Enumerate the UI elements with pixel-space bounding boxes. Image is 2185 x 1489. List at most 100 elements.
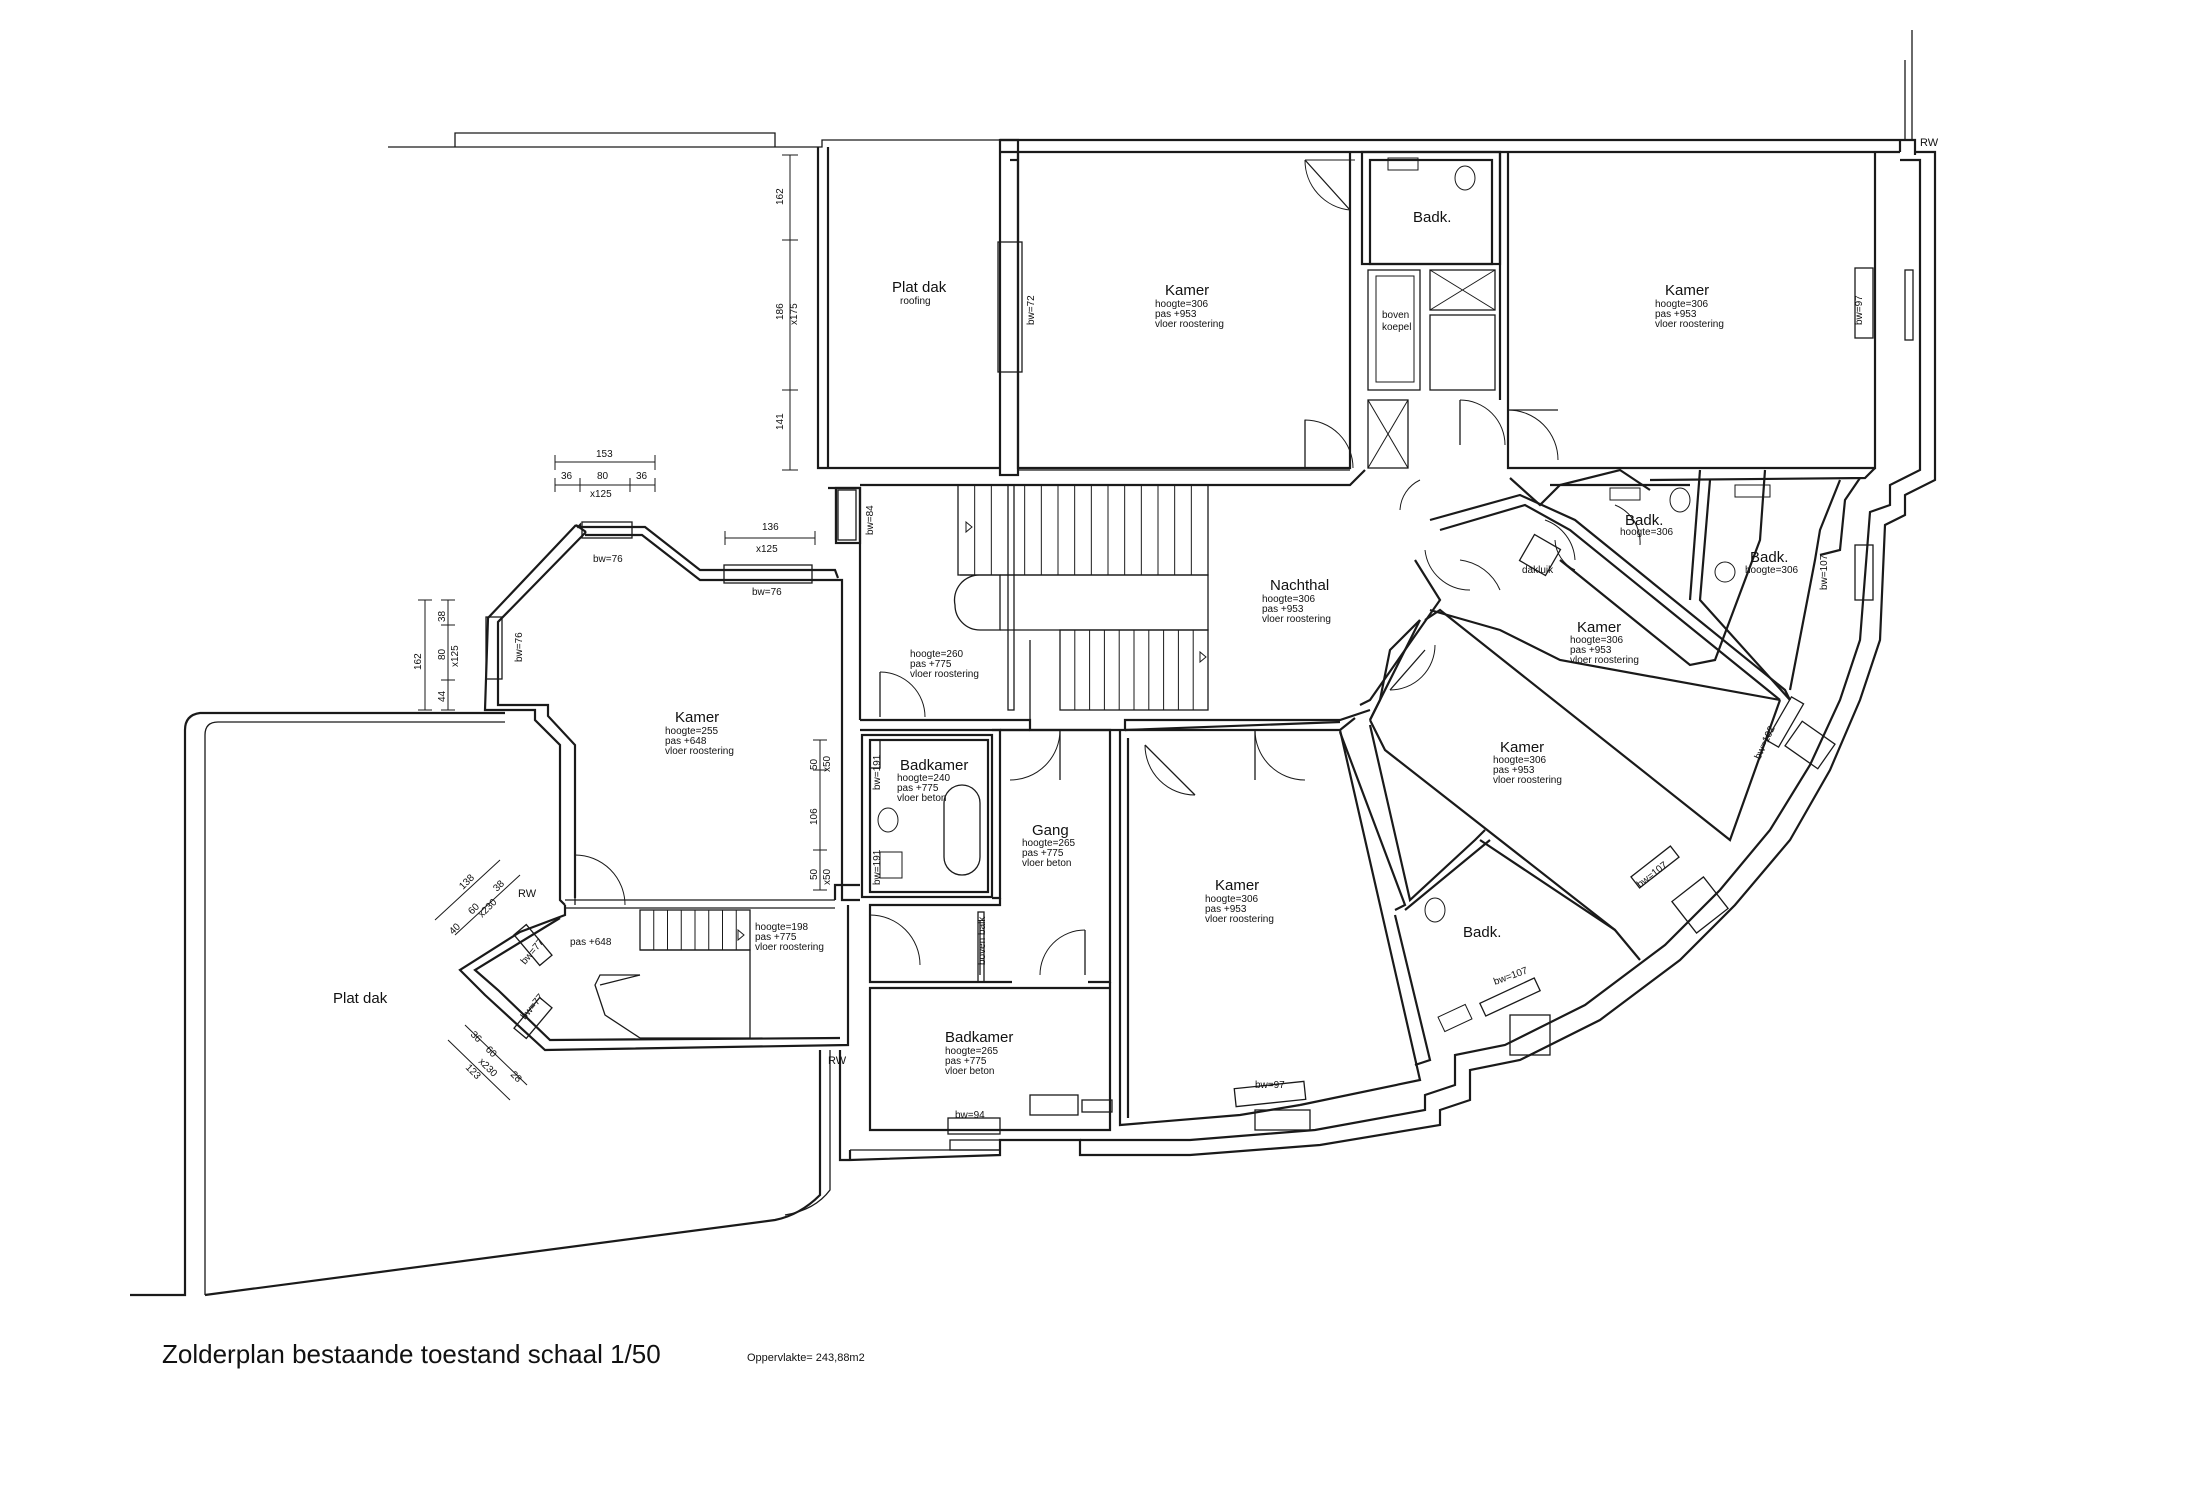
plan-title: Zolderplan bestaande toestand schaal 1/5… bbox=[162, 1339, 661, 1369]
room-badk-right-2: Badk. hoogte=306 bbox=[1745, 549, 1799, 576]
stair-lower-treads bbox=[1074, 630, 1194, 710]
stairs-main bbox=[953, 484, 1209, 720]
svg-text:roofing: roofing bbox=[900, 296, 931, 307]
svg-text:pas +775: pas +775 bbox=[945, 1056, 987, 1067]
svg-text:Kamer: Kamer bbox=[1500, 739, 1544, 756]
svg-text:hoogte=306: hoogte=306 bbox=[1155, 299, 1209, 310]
svg-text:36: 36 bbox=[561, 471, 573, 482]
svg-text:pas +953: pas +953 bbox=[1655, 309, 1697, 320]
svg-text:Badk.: Badk. bbox=[1750, 549, 1788, 566]
svg-text:pas +953: pas +953 bbox=[1570, 645, 1612, 656]
level-label: pas +648 bbox=[570, 937, 612, 948]
room-kamer-1: Kamer hoogte=306 pas +953 vloer roosteri… bbox=[1155, 282, 1224, 330]
rw-label: RW bbox=[518, 888, 537, 900]
svg-text:bw=102: bw=102 bbox=[1753, 724, 1778, 761]
drawing-title: Zolderplan bestaande toestand schaal 1/5… bbox=[162, 1339, 865, 1369]
svg-text:hoogte=306: hoogte=306 bbox=[1745, 565, 1799, 576]
svg-text:vloer roostering: vloer roostering bbox=[1655, 319, 1724, 330]
svg-text:Kamer: Kamer bbox=[1165, 282, 1209, 299]
svg-text:bw=76: bw=76 bbox=[514, 632, 525, 662]
svg-text:38: 38 bbox=[437, 610, 448, 622]
svg-text:hoogte=260: hoogte=260 bbox=[910, 649, 964, 660]
svg-text:Plat dak: Plat dak bbox=[892, 279, 947, 296]
svg-text:bw=77: bw=77 bbox=[519, 992, 547, 1022]
svg-text:vloer roostering: vloer roostering bbox=[910, 669, 979, 680]
svg-text:bw=107: bw=107 bbox=[1819, 554, 1830, 590]
svg-text:bw=97: bw=97 bbox=[1255, 1080, 1285, 1091]
svg-text:hoogte=306: hoogte=306 bbox=[1262, 594, 1316, 605]
svg-text:pas +775: pas +775 bbox=[755, 932, 797, 943]
room-kamer-4: Kamer hoogte=306 pas +953 vloer roosteri… bbox=[1493, 739, 1562, 786]
svg-text:vloer roostering: vloer roostering bbox=[665, 746, 734, 757]
svg-text:bw=72: bw=72 bbox=[1026, 295, 1037, 325]
dimension-lines bbox=[418, 154, 827, 1101]
svg-text:vloer beton: vloer beton bbox=[897, 793, 946, 804]
middle-walls bbox=[828, 467, 1876, 1067]
svg-text:44: 44 bbox=[437, 690, 448, 702]
koepel-label-1: boven bbox=[1382, 310, 1409, 321]
svg-text:153: 153 bbox=[596, 449, 613, 460]
bath-gang-walls bbox=[860, 728, 1113, 1132]
svg-text:Badk.: Badk. bbox=[1625, 512, 1663, 529]
svg-text:Nachthal: Nachthal bbox=[1270, 577, 1329, 594]
svg-text:bw=76: bw=76 bbox=[593, 554, 623, 565]
svg-text:162: 162 bbox=[413, 653, 424, 670]
svg-text:36: 36 bbox=[636, 471, 648, 482]
svg-text:80: 80 bbox=[597, 471, 609, 482]
svg-text:bw=94: bw=94 bbox=[955, 1110, 985, 1121]
svg-text:36: 36 bbox=[468, 1029, 484, 1045]
room-kamer-3: Kamer hoogte=306 pas +953 vloer roosteri… bbox=[1570, 619, 1639, 666]
rw-label: RW bbox=[1920, 137, 1939, 149]
fixtures bbox=[1424, 484, 1771, 1033]
room-badkamer-left: Badkamer hoogte=240 pas +775 vloer beton bbox=[897, 757, 968, 804]
svg-text:bw=107: bw=107 bbox=[1492, 965, 1529, 988]
window-labels: bw=72 bw=97 bw=84 bw=76 bw=76 bw=76 bw=1… bbox=[514, 295, 1865, 1121]
svg-text:pas +775: pas +775 bbox=[897, 783, 939, 794]
svg-text:x125: x125 bbox=[590, 489, 612, 500]
svg-text:x125: x125 bbox=[756, 544, 778, 555]
room-gang: Gang hoogte=265 pas +775 vloer beton bbox=[1022, 822, 1076, 869]
room-badk-bottom: Badk. bbox=[1463, 924, 1501, 941]
svg-text:hoogte=255: hoogte=255 bbox=[665, 726, 719, 737]
svg-text:hoogte=306: hoogte=306 bbox=[1570, 635, 1624, 646]
svg-text:vloer beton: vloer beton bbox=[945, 1066, 994, 1077]
svg-text:Badk.: Badk. bbox=[1413, 209, 1451, 226]
koepel-label-2: koepel bbox=[1382, 322, 1411, 333]
svg-text:vloer roostering: vloer roostering bbox=[1155, 319, 1224, 330]
svg-text:pas +953: pas +953 bbox=[1493, 765, 1535, 776]
svg-text:x230: x230 bbox=[476, 897, 499, 920]
svg-text:hoogte=198: hoogte=198 bbox=[755, 922, 809, 933]
stair-upper-treads bbox=[974, 485, 1192, 575]
room-nachthal: Nachthal hoogte=306 pas +953 vloer roost… bbox=[1262, 577, 1331, 625]
svg-text:bw=76: bw=76 bbox=[752, 587, 782, 598]
room-kamer-bottom: Kamer hoogte=306 pas +953 vloer roosteri… bbox=[1205, 877, 1274, 925]
svg-text:pas +953: pas +953 bbox=[1155, 309, 1197, 320]
flat-roof-left bbox=[130, 711, 831, 1297]
svg-text:vloer roostering: vloer roostering bbox=[1262, 614, 1331, 625]
room-kamer-2: Kamer hoogte=306 pas +953 vloer roosteri… bbox=[1655, 282, 1724, 330]
svg-text:28: 28 bbox=[508, 1069, 524, 1085]
area-label: Oppervlakte= 243,88m2 bbox=[747, 1352, 865, 1364]
svg-text:hoogte=306: hoogte=306 bbox=[1655, 299, 1709, 310]
svg-text:162: 162 bbox=[775, 188, 786, 205]
svg-text:bw=191: bw=191 bbox=[872, 754, 883, 790]
svg-text:hoogte=240: hoogte=240 bbox=[897, 773, 951, 784]
svg-text:bw=191: bw=191 bbox=[872, 849, 883, 885]
svg-text:138: 138 bbox=[457, 872, 477, 892]
svg-text:hoogte=265: hoogte=265 bbox=[1022, 838, 1076, 849]
svg-text:hoogte=306: hoogte=306 bbox=[1205, 894, 1259, 905]
svg-text:80: 80 bbox=[437, 648, 448, 660]
stair-hall-label: hoogte=260 pas +775 vloer roostering bbox=[910, 649, 979, 680]
svg-text:Gang: Gang bbox=[1032, 822, 1069, 839]
svg-text:Kamer: Kamer bbox=[1577, 619, 1621, 636]
top-row-walls bbox=[998, 138, 1877, 477]
svg-text:50: 50 bbox=[809, 758, 820, 770]
room-badk-right-1: Badk. hoogte=306 bbox=[1620, 512, 1674, 538]
left-wing-walls bbox=[483, 521, 860, 909]
svg-text:pas +775: pas +775 bbox=[1022, 848, 1064, 859]
svg-text:141: 141 bbox=[775, 413, 786, 430]
svg-text:50: 50 bbox=[809, 868, 820, 880]
svg-text:vloer roostering: vloer roostering bbox=[755, 942, 824, 953]
room-badk-top: Badk. bbox=[1413, 209, 1451, 226]
